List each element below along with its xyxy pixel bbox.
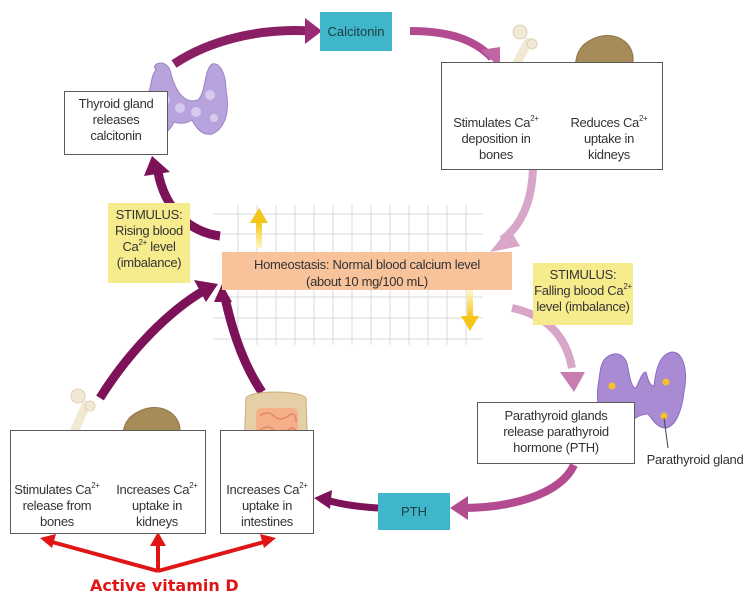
label-line: (imbalance) [116, 255, 182, 270]
hormone-label: Calcitonin [327, 24, 385, 39]
label-line: deposition in [461, 131, 531, 146]
arrow-pth-to-intestines [325, 496, 379, 512]
label-line: intestines [241, 514, 293, 529]
label-line: Increases Ca2+ [108, 482, 206, 498]
label-line: Rising blood [115, 223, 183, 238]
arrow-calcitonin-to-effects [409, 27, 495, 61]
label-text: level [147, 239, 176, 254]
label-line: level (imbalance) [536, 299, 630, 314]
vitamin-d-arrows [40, 532, 276, 573]
arrowhead [450, 496, 468, 520]
arrow-effects-to-homeostasis [499, 167, 537, 244]
parathyroid-gland-callout: Parathyroid gland [646, 452, 744, 467]
arrowhead [560, 372, 585, 392]
rising-level-arrow [250, 208, 268, 248]
superscript: 2+ [189, 481, 198, 490]
pth-intestine-effects-box [220, 430, 314, 534]
arrow-intestines-to-homeostasis [220, 297, 266, 395]
label-line: Stimulates Ca2+ [8, 482, 106, 498]
label-text: Ca [122, 239, 139, 254]
effect-bone-release: Stimulates Ca2+ release from bones [8, 482, 106, 530]
label-line: Stimulates Ca2+ [442, 115, 550, 131]
label-line: uptake in [583, 131, 635, 146]
label-line: uptake in [241, 498, 293, 513]
label-line: STIMULUS: [549, 267, 617, 282]
label-line: STIMULUS: [115, 207, 183, 222]
superscript: 2+ [639, 114, 648, 123]
superscript: 2+ [623, 282, 632, 291]
superscript: 2+ [530, 114, 539, 123]
arrowhead [144, 156, 170, 176]
hormone-label: PTH [401, 504, 427, 519]
parathyroid-glands-box [477, 402, 635, 464]
label-line: Homeostasis: Normal blood calcium level [253, 257, 480, 272]
thyroid-gland-label: Thyroid gland releases calcitonin [64, 96, 168, 144]
label-line: hormone (PTH) [513, 440, 599, 455]
effect-intestine-increase: Increases Ca2+ uptake in intestines [218, 482, 316, 530]
homeostasis-bar: Homeostasis: Normal blood calcium level … [222, 252, 512, 290]
label-line: bones [40, 514, 74, 529]
parathyroid-glands-label: Parathyroid glands release parathyroid h… [477, 408, 635, 456]
stimulus-rising-box: STIMULUS: Rising blood Ca2+ level (imbal… [108, 203, 190, 283]
label-line: Reduces Ca2+ [555, 115, 663, 131]
effect-kidney-increase: Increases Ca2+ uptake in kidneys [108, 482, 206, 530]
label-line: kidneys [136, 514, 178, 529]
arrowhead [214, 284, 232, 302]
falling-level-arrow [461, 290, 479, 331]
calcitonin-hormone-box: Calcitonin [320, 12, 392, 51]
label-text: Stimulates Ca [14, 482, 92, 497]
label-line: Parathyroid glands [504, 408, 608, 423]
label-line: Thyroid gland [78, 96, 154, 111]
label-line: uptake in [131, 498, 183, 513]
label-line: Increases Ca2+ [218, 482, 316, 498]
effect-kidney-reduce: Reduces Ca2+ uptake in kidneys [555, 115, 663, 163]
arrowhead [194, 280, 218, 302]
arrowhead [305, 18, 322, 44]
label-line: release parathyroid [503, 424, 609, 439]
label-line: calcitonin [90, 128, 142, 143]
label-line: release from [22, 498, 92, 513]
effect-bone-deposition: Stimulates Ca2+ deposition in bones [442, 115, 550, 163]
label-line: (about 10 mg/100 mL) [306, 274, 428, 289]
superscript: 2+ [91, 481, 100, 490]
thyroid-gland-box [64, 91, 168, 155]
label-text: Increases Ca [116, 482, 190, 497]
arrow-parathyroid-to-pth [461, 463, 578, 512]
stimulus-falling-box: STIMULUS: Falling blood Ca2+ level (imba… [533, 263, 633, 325]
label-text: Falling blood Ca [534, 283, 624, 298]
label-line: Falling blood Ca2+ [533, 283, 633, 299]
arrow-bone-kidney-to-homeostasis [96, 286, 208, 401]
superscript: 2+ [138, 238, 147, 247]
label-line: kidneys [588, 147, 630, 162]
label-line: releases [92, 112, 140, 127]
label-line: bones [479, 147, 513, 162]
calcitonin-effects-box [441, 62, 663, 170]
label-text: Increases Ca [226, 482, 300, 497]
label-text: Reduces Ca [570, 115, 639, 130]
label-line: Ca2+ level [108, 239, 190, 255]
arrowhead [490, 228, 520, 252]
active-vitamin-d-label: Active vitamin D [90, 576, 239, 595]
superscript: 2+ [299, 481, 308, 490]
arrow-homeostasis-to-parathyroid [511, 304, 576, 369]
pth-hormone-box: PTH [378, 493, 450, 530]
arrowhead [314, 490, 332, 509]
pth-bone-kidney-effects-box [10, 430, 206, 534]
arrow-thyroid-to-calcitonin [171, 26, 311, 68]
label-text: Stimulates Ca [453, 115, 531, 130]
